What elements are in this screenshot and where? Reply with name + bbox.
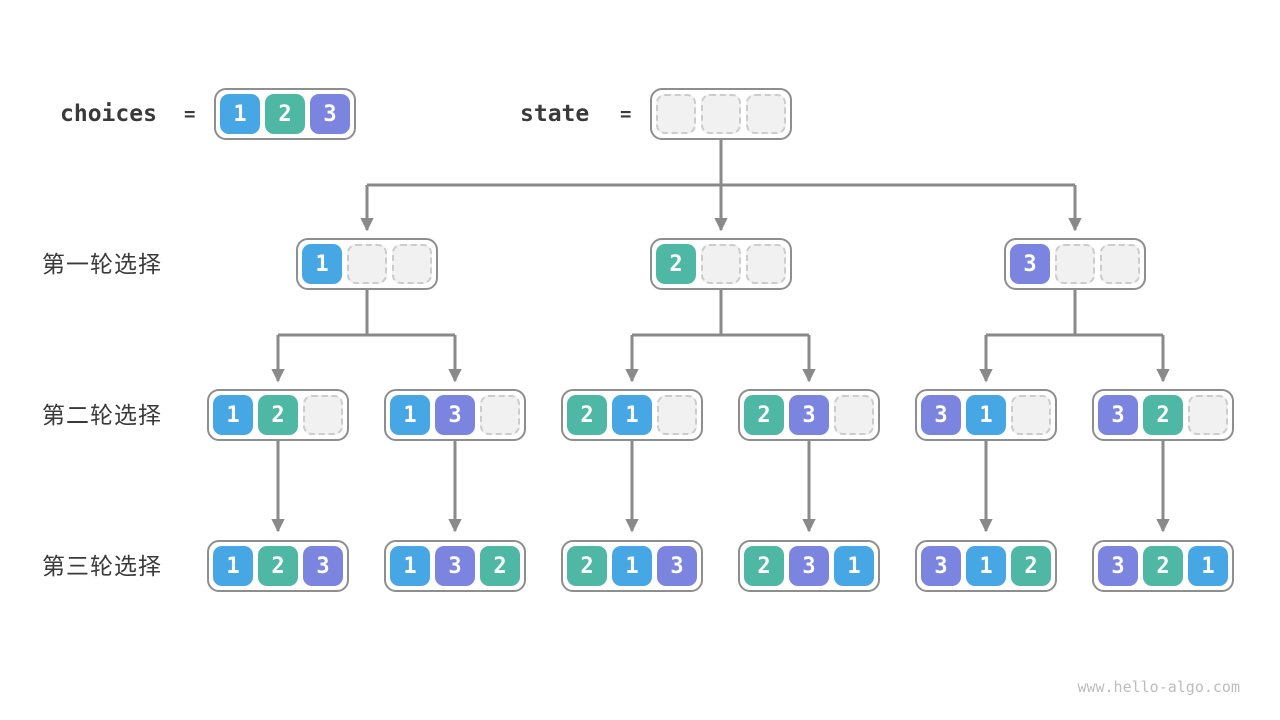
state-cell: 1: [966, 395, 1006, 435]
state-array-r2-2: 1 3: [384, 389, 526, 441]
state-cell: 1: [1188, 546, 1228, 586]
state-cell: 3: [1010, 244, 1050, 284]
state-cell: 3: [303, 546, 343, 586]
choices-cell: 3: [310, 94, 350, 134]
state-cell: [1055, 244, 1095, 284]
state-label: state: [520, 101, 590, 127]
state-array-r3-6: 3 2 1: [1092, 540, 1234, 592]
choices-cell: 1: [220, 94, 260, 134]
state-cell: [480, 395, 520, 435]
state-cell: 2: [1143, 546, 1183, 586]
state-cell: [701, 94, 741, 134]
state-cell: 2: [656, 244, 696, 284]
state-cell: [1100, 244, 1140, 284]
state-array-r1-1: 1: [296, 238, 438, 290]
state-cell: 2: [258, 395, 298, 435]
state-cell: 1: [834, 546, 874, 586]
state-cell: 1: [612, 395, 652, 435]
state-cell: 3: [921, 546, 961, 586]
state-cell: 1: [612, 546, 652, 586]
state-cell: [746, 94, 786, 134]
state-cell: 1: [966, 546, 1006, 586]
arrow-lines: [271, 140, 1170, 533]
choices-cell: 2: [265, 94, 305, 134]
state-cell: [834, 395, 874, 435]
round-2-label: 第二轮选择: [42, 402, 162, 428]
state-array-r2-4: 2 3: [738, 389, 880, 441]
state-cell: 1: [213, 395, 253, 435]
state-array-r3-3: 2 1 3: [561, 540, 703, 592]
state-cell: 2: [744, 546, 784, 586]
state-cell: 3: [789, 546, 829, 586]
state-array-r1-3: 3: [1004, 238, 1146, 290]
state-cell: 2: [1011, 546, 1051, 586]
state-cell: 3: [921, 395, 961, 435]
state-cell: 2: [567, 395, 607, 435]
state-cell: [392, 244, 432, 284]
state-cell: 1: [390, 546, 430, 586]
state-cell: 2: [258, 546, 298, 586]
state-cell: [701, 244, 741, 284]
choices-label: choices: [60, 101, 157, 127]
state-array-r3-5: 3 1 2: [915, 540, 1057, 592]
watermark-url: www.hello-algo.com: [1077, 678, 1240, 696]
state-cell: 3: [435, 395, 475, 435]
round-1-label: 第一轮选择: [42, 251, 162, 277]
equals-sign: =: [184, 103, 196, 125]
round-3-label: 第三轮选择: [42, 553, 162, 579]
state-array-r3-1: 1 2 3: [207, 540, 349, 592]
state-cell: [656, 94, 696, 134]
state-array-r3-2: 1 3 2: [384, 540, 526, 592]
state-array-r3-4: 2 3 1: [738, 540, 880, 592]
state-cell: [303, 395, 343, 435]
state-cell: 3: [435, 546, 475, 586]
state-cell: [657, 395, 697, 435]
state-array-r2-1: 1 2: [207, 389, 349, 441]
state-cell: 3: [789, 395, 829, 435]
state-cell: 3: [1098, 546, 1138, 586]
state-array-r1-2: 2: [650, 238, 792, 290]
state-cell: 3: [1098, 395, 1138, 435]
state-cell: 1: [302, 244, 342, 284]
state-cell: 1: [213, 546, 253, 586]
state-array-r2-3: 2 1: [561, 389, 703, 441]
state-cell: [347, 244, 387, 284]
state-cell: 2: [567, 546, 607, 586]
state-cell: [1011, 395, 1051, 435]
state-cell: 3: [657, 546, 697, 586]
equals-sign: =: [620, 103, 632, 125]
choices-array: 1 2 3: [214, 88, 356, 140]
state-cell: 2: [480, 546, 520, 586]
state-cell: 1: [390, 395, 430, 435]
state-array-r2-5: 3 1: [915, 389, 1057, 441]
state-array-root: [650, 88, 792, 140]
state-array-r2-6: 3 2: [1092, 389, 1234, 441]
state-cell: [1188, 395, 1228, 435]
state-cell: 2: [1143, 395, 1183, 435]
state-cell: [746, 244, 786, 284]
state-cell: 2: [744, 395, 784, 435]
